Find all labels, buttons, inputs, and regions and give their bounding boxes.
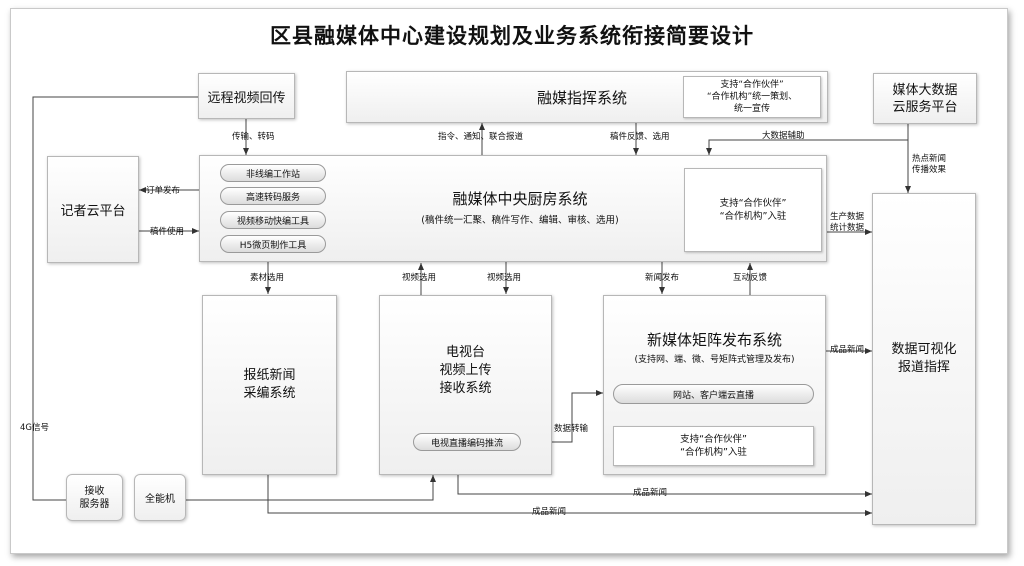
command-system-box: 融媒指挥系统 支持“合作伙伴” “合作机构”统一策划、 统一宣传 <box>346 71 828 123</box>
new-media-note-line: “合作机构”入驻 <box>680 447 747 458</box>
bigdata-line: 云服务平台 <box>892 99 958 115</box>
label-news-publish: 新闻发布 <box>645 273 680 283</box>
label-feedback: 稿件反馈、选用 <box>610 132 670 142</box>
label-bigdata-assist: 大数据辅助 <box>762 131 805 141</box>
receiver-line: 服务器 <box>79 498 110 510</box>
label-hot-news-line: 热点新闻 <box>912 154 947 164</box>
label-video-select-1: 视频选用 <box>402 273 437 283</box>
bigdata-label: 媒体大数据 云服务平台 <box>874 74 976 123</box>
kitchen-pill: 高速转码服务 <box>220 187 326 205</box>
tv-encode-pill: 电视直播编码推流 <box>413 433 521 451</box>
dataviz-line: 报道指挥 <box>897 360 950 375</box>
new-media-pill: 网站、客户端云直播 <box>613 384 814 404</box>
receiver-server-label: 接收 服务器 <box>67 475 122 520</box>
label-instructions: 指令、通知、联合报道 <box>438 132 524 142</box>
command-note-box: 支持“合作伙伴” “合作机构”统一策划、 统一宣传 <box>683 76 821 118</box>
dataviz-box: 数据可视化 报道指挥 <box>872 193 976 525</box>
new-media-sub: (支持网、端、微、号矩阵式管理及发布) <box>634 354 795 365</box>
tv-line: 视频上传 <box>439 363 492 378</box>
label-4g-signal: 4G信号 <box>20 423 49 433</box>
tv-system-box: 电视台 视频上传 接收系统 电视直播编码推流 <box>379 295 552 475</box>
label-manuscript-use: 稿件使用 <box>150 227 185 237</box>
newspaper-line: 报纸新闻 <box>243 368 296 383</box>
label-transcode: 传输、转码 <box>232 132 275 142</box>
new-media-label: 新媒体矩阵发布系统 <box>646 330 782 349</box>
kitchen-pill: 视频移动快编工具 <box>220 211 326 229</box>
command-note-text: 支持“合作伙伴” “合作机构”统一策划、 统一宣传 <box>684 77 820 117</box>
bigdata-line: 媒体大数据 <box>892 82 958 98</box>
kitchen-note-line: “合作机构”入驻 <box>719 211 787 222</box>
central-kitchen-sub: (稿件统一汇聚、稿件写作、编辑、审核、选用) <box>421 215 619 226</box>
new-media-box: 新媒体矩阵发布系统 (支持网、端、微、号矩阵式管理及发布) 网站、客户端云直播 … <box>603 295 826 475</box>
kitchen-note-text: 支持“合作伙伴” “合作机构”入驻 <box>685 169 821 251</box>
central-kitchen-box: 非线编工作站 高速转码服务 视频移动快编工具 H5微页制作工具 融媒体中央厨房系… <box>199 155 827 262</box>
receiver-server-box: 接收 服务器 <box>66 474 123 521</box>
remote-video-label: 远程视频回传 <box>207 90 286 106</box>
all-in-one-box: 全能机 <box>134 474 186 521</box>
tv-line: 电视台 <box>445 345 485 360</box>
diagram-title: 区县融媒体中心建设规划及业务系统衔接简要设计 <box>270 24 754 48</box>
newspaper-line: 采编系统 <box>243 386 296 401</box>
kitchen-pill: 非线编工作站 <box>220 164 326 182</box>
label-finished-news-1: 成品新闻 <box>830 345 865 355</box>
newspaper-label: 报纸新闻 采编系统 <box>203 296 336 474</box>
kitchen-pill: H5微页制作工具 <box>220 235 326 253</box>
new-media-note-line: 支持“合作伙伴” <box>680 434 747 445</box>
label-order: 订单发布 <box>146 186 181 196</box>
tv-system-label: 电视台 视频上传 接收系统 <box>380 336 551 406</box>
label-hot-news-line: 传播效果 <box>912 165 947 175</box>
label-video-select-2: 视频选用 <box>487 273 522 283</box>
label-production-data-line: 统计数据 <box>830 223 865 233</box>
reporter-cloud-box: 记者云平台 <box>47 156 139 263</box>
reporter-cloud-label: 记者云平台 <box>60 204 126 219</box>
command-note-line: 支持“合作伙伴” <box>720 80 784 90</box>
bigdata-box: 媒体大数据 云服务平台 <box>873 73 977 124</box>
dataviz-line: 数据可视化 <box>891 342 957 357</box>
newspaper-box: 报纸新闻 采编系统 <box>202 295 337 475</box>
label-data-transfer: 数据转输 <box>554 424 589 434</box>
dataviz-label: 数据可视化 报道指挥 <box>873 194 975 524</box>
all-in-one-label: 全能机 <box>145 494 175 505</box>
new-media-note-box: 支持“合作伙伴” “合作机构”入驻 <box>613 426 814 466</box>
receiver-line: 接收 <box>84 485 105 497</box>
remote-video-box: 远程视频回传 <box>198 73 295 119</box>
central-kitchen-label: 融媒体中央厨房系统 <box>452 189 588 208</box>
label-interaction: 互动反馈 <box>733 273 768 283</box>
command-system-label: 融媒指挥系统 <box>536 88 627 107</box>
label-hot-news: 热点新闻 传播效果 <box>912 154 946 176</box>
new-media-note-text: 支持“合作伙伴” “合作机构”入驻 <box>614 427 813 465</box>
label-finished-news-2: 成品新闻 <box>633 488 668 498</box>
command-note-line: “合作机构”统一策划、 <box>706 92 798 102</box>
tv-line: 接收系统 <box>439 381 492 396</box>
label-material-select: 素材选用 <box>250 273 285 283</box>
command-note-line: 统一宣传 <box>733 104 770 114</box>
label-production-data: 生产数据 统计数据 <box>830 212 864 234</box>
label-finished-news-3: 成品新闻 <box>532 507 567 517</box>
label-production-data-line: 生产数据 <box>830 212 865 222</box>
kitchen-note-line: 支持“合作伙伴” <box>719 198 787 209</box>
kitchen-note-box: 支持“合作伙伴” “合作机构”入驻 <box>684 168 822 252</box>
